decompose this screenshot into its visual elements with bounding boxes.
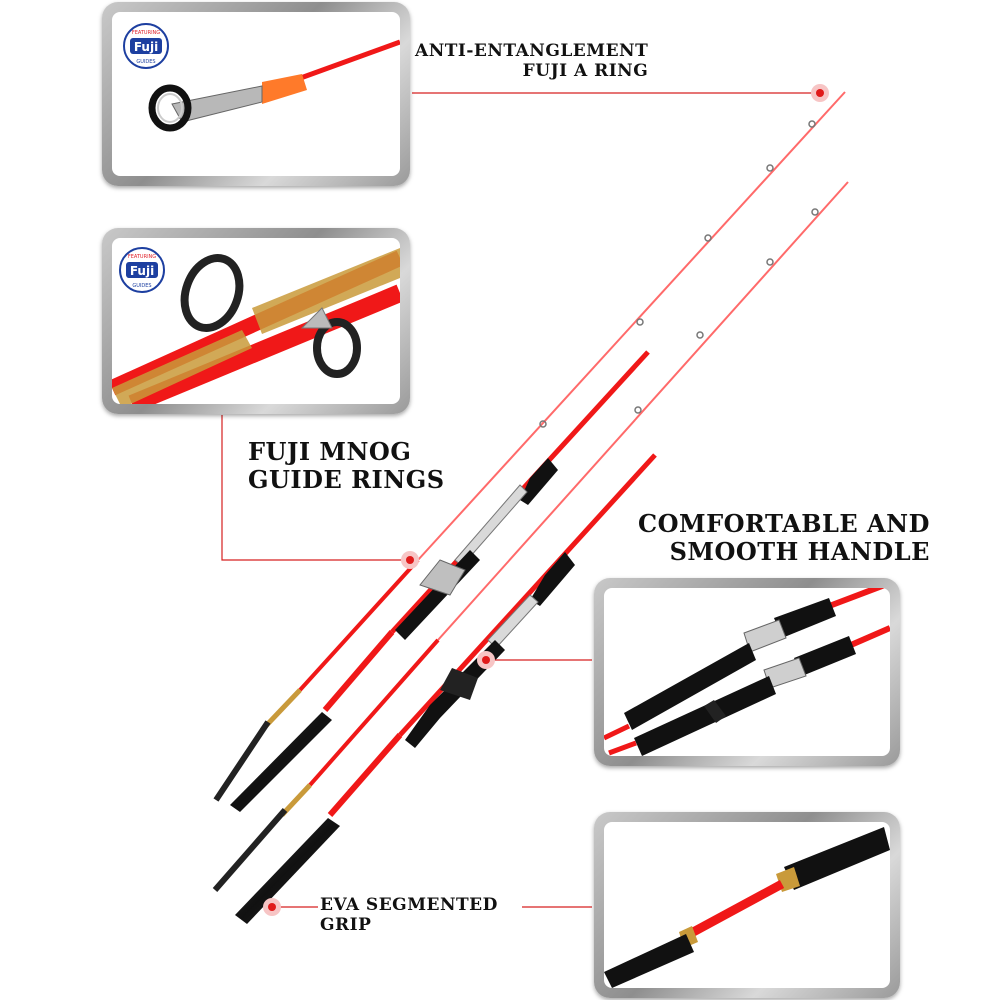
closeup-frame-handle (594, 578, 900, 766)
svg-text:Fuji: Fuji (134, 40, 158, 54)
callout-label-handle: COMFORTABLE AND SMOOTH HANDLE (638, 509, 930, 566)
svg-text:Fuji: Fuji (130, 264, 154, 278)
svg-text:GUIDES: GUIDES (136, 59, 155, 65)
closeup-frame-grip (594, 812, 900, 998)
rod-spinning-top (213, 91, 846, 812)
fuji-logo-icon: Fuji FEATURING GUIDES (122, 22, 170, 70)
svg-text:FEATURING: FEATURING (132, 30, 160, 36)
callout-dot-icon (263, 84, 829, 916)
svg-text:GUIDES: GUIDES (132, 283, 151, 289)
closeup-grip-image (604, 822, 890, 988)
closeup-handle-image (604, 588, 890, 756)
closeup-frame-guide-rings: Fuji FEATURING GUIDES (102, 228, 410, 414)
callout-label-anti-entanglement: ANTI-ENTANGLEMENT FUJI A RING (415, 41, 649, 81)
fuji-logo-icon: Fuji FEATURING GUIDES (118, 246, 166, 294)
closeup-frame-a-ring: Fuji FEATURING GUIDES (102, 2, 410, 186)
callout-label-grip: EVA SEGMENTED GRIP (320, 895, 498, 935)
callout-label-guide-rings: FUJI MNOG GUIDE RINGS (248, 437, 445, 494)
rod-casting-bottom (212, 181, 849, 924)
svg-text:FEATURING: FEATURING (128, 254, 156, 260)
